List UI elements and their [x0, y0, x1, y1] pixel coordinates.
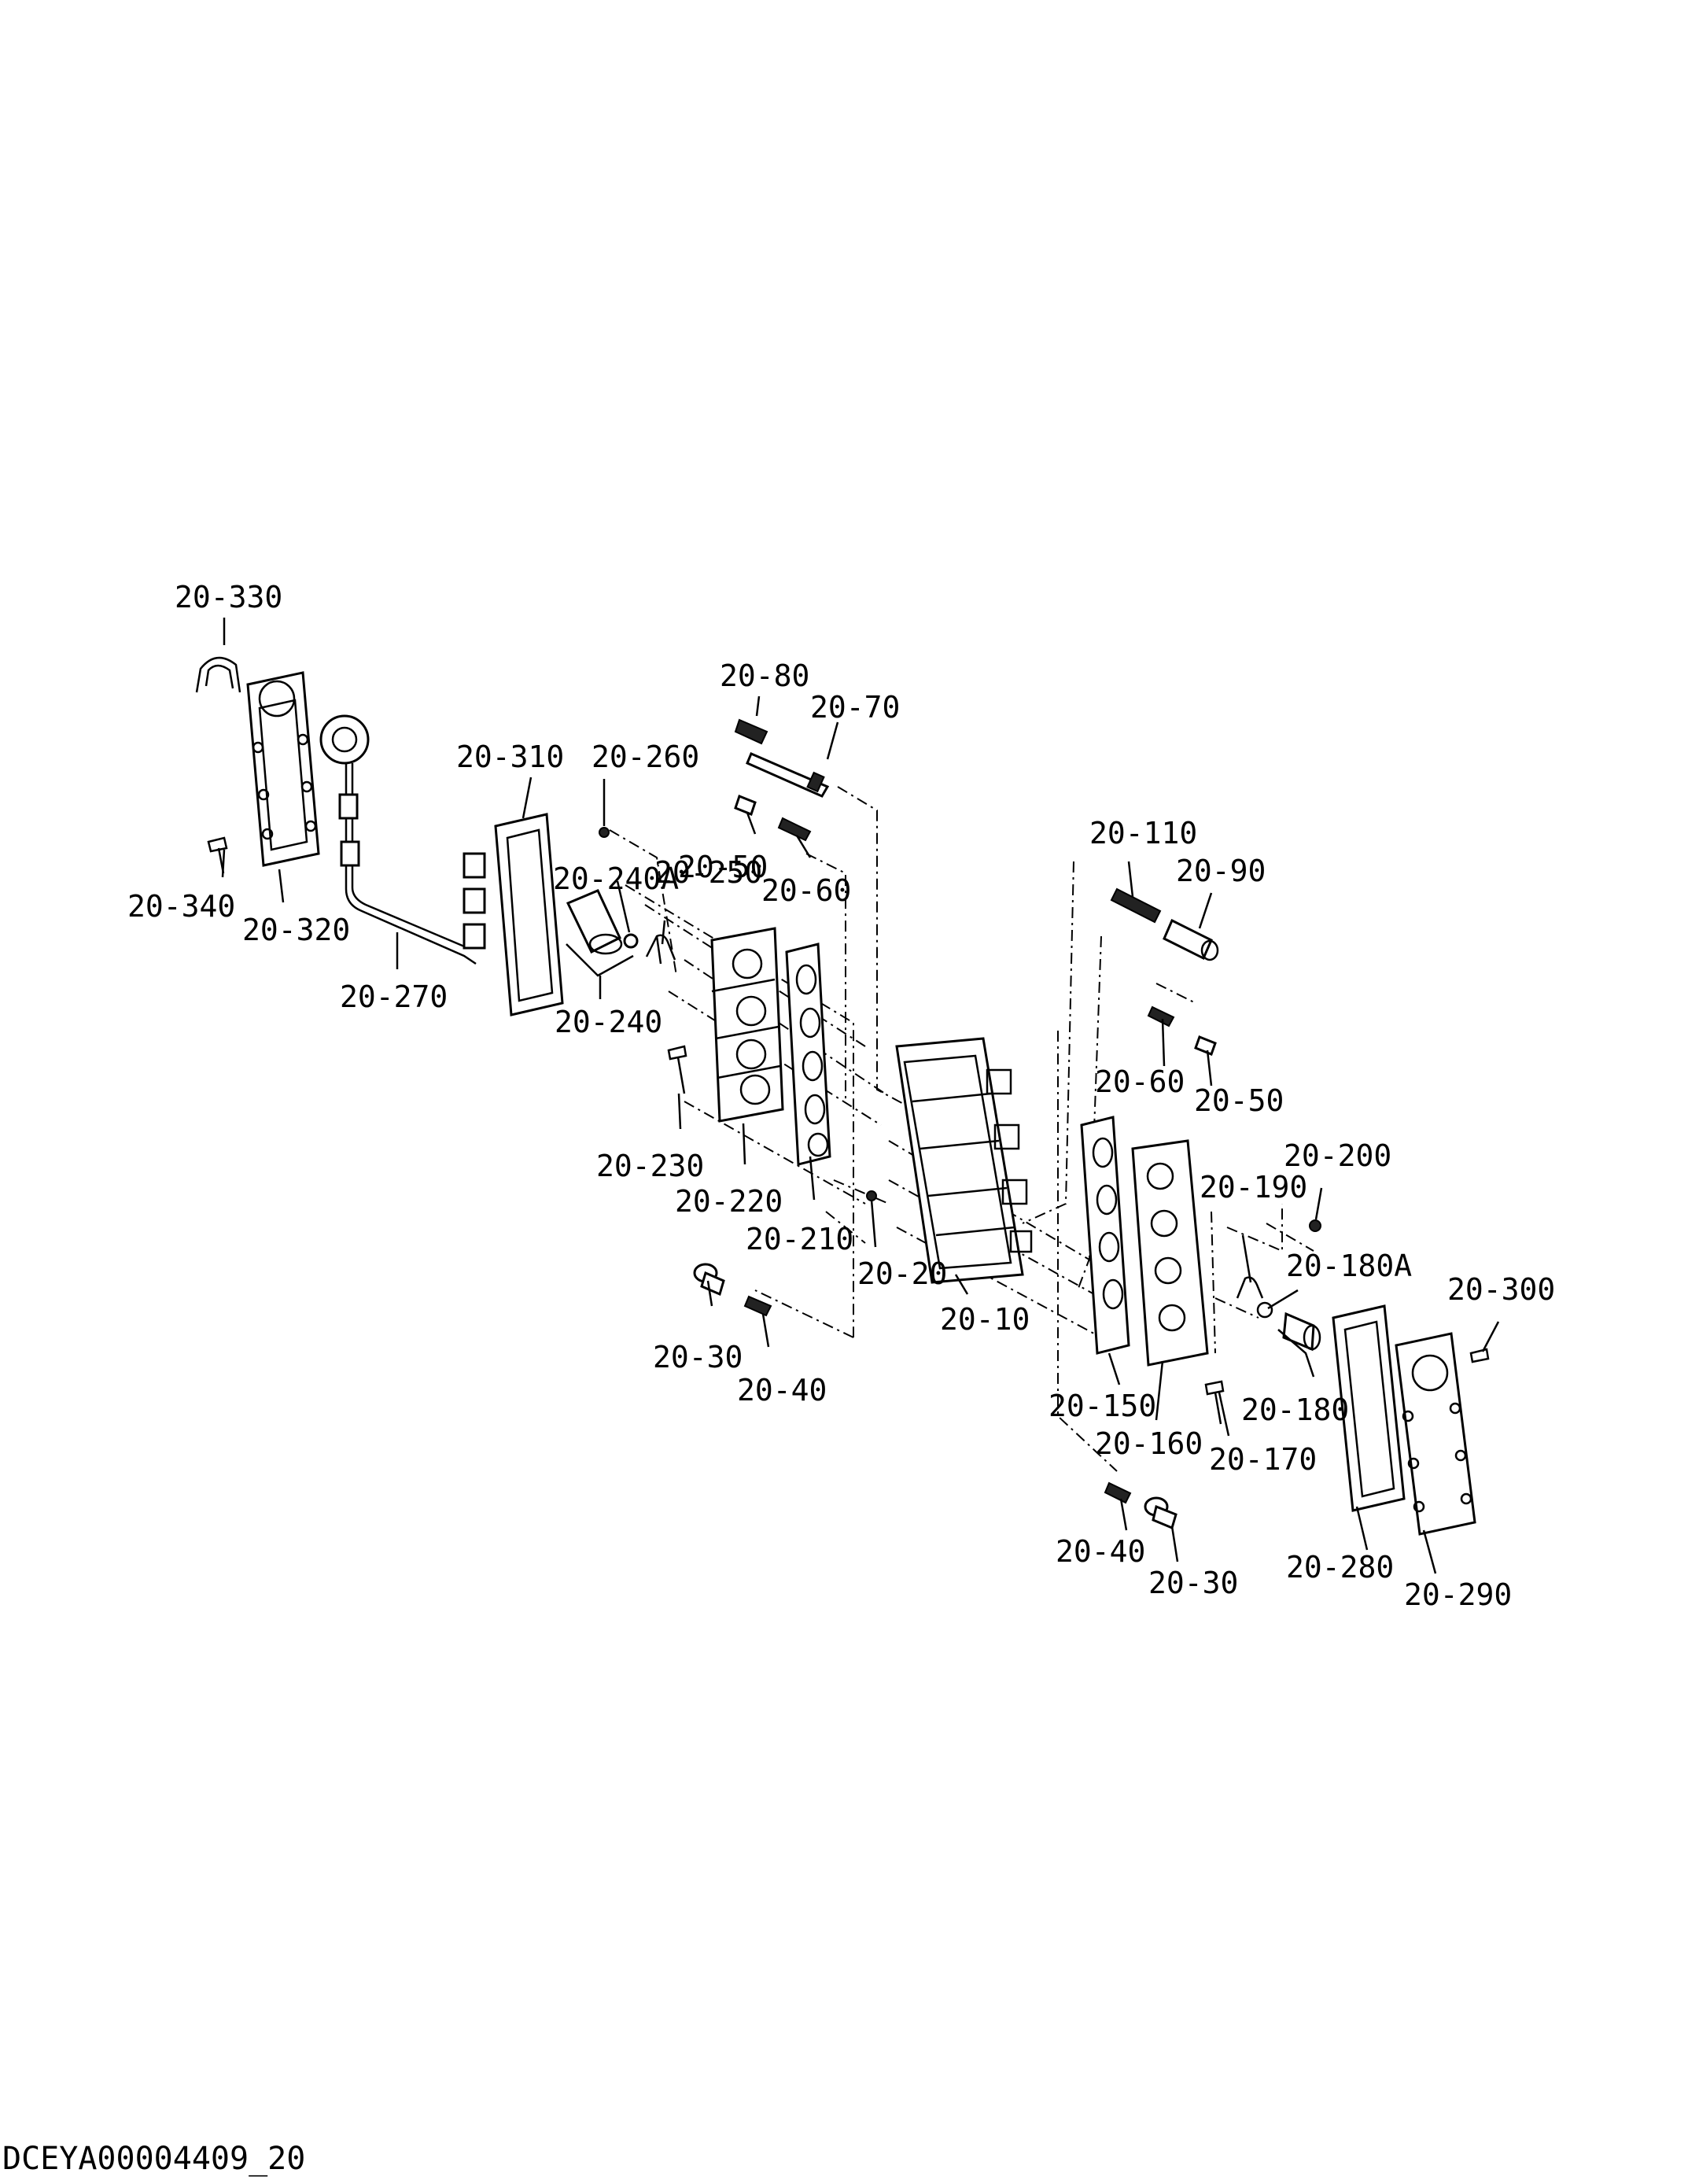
- callout-20-230: 20-230: [596, 1149, 704, 1183]
- callout-20-220: 20-220: [675, 1184, 783, 1219]
- valve-body-220: [710, 927, 784, 1123]
- solenoid-240: [566, 889, 639, 955]
- callout-20-60-right: 20-60: [1095, 1064, 1185, 1099]
- callout-20-170: 20-170: [1209, 1442, 1317, 1477]
- plug-30-right: [1144, 1496, 1178, 1530]
- gasket-280: [1332, 1304, 1406, 1512]
- callout-20-200: 20-200: [1284, 1138, 1391, 1173]
- callout-20-20: 20-20: [857, 1256, 947, 1291]
- spring-40-left: [743, 1295, 772, 1317]
- callout-20-90: 20-90: [1176, 854, 1266, 888]
- bolt-230: [667, 1045, 687, 1094]
- bolt-170: [1204, 1380, 1225, 1425]
- cover-plate-290: [1395, 1332, 1476, 1536]
- callout-20-310: 20-310: [456, 740, 564, 774]
- spring-40-right: [1104, 1481, 1132, 1504]
- plug-30-left: [693, 1263, 725, 1297]
- separator-plate-150: [1080, 1116, 1130, 1355]
- plug-260: [599, 827, 610, 838]
- bracket-190: [1236, 1276, 1264, 1299]
- spring-80: [734, 718, 768, 745]
- callout-20-210: 20-210: [746, 1222, 853, 1256]
- valve-body-160: [1131, 1139, 1209, 1367]
- callout-20-60-left: 20-60: [761, 873, 851, 908]
- callout-20-240A: 20-240A: [553, 861, 679, 896]
- callout-20-80: 20-80: [720, 659, 809, 693]
- callout-20-190: 20-190: [1200, 1170, 1307, 1205]
- valve-spool-90: [1163, 918, 1219, 961]
- o-ring-180A: [1256, 1301, 1273, 1319]
- wiring-harness-270: [319, 714, 486, 965]
- callout-20-300: 20-300: [1447, 1272, 1555, 1307]
- main-valve-body-10: [895, 1037, 1033, 1284]
- callout-20-240: 20-240: [555, 1005, 662, 1039]
- document-id: DCEYA00004409_20: [2, 2141, 305, 2177]
- callout-20-270: 20-270: [340, 979, 448, 1014]
- callout-20-160: 20-160: [1095, 1426, 1203, 1461]
- callout-20-320: 20-320: [242, 913, 350, 947]
- callout-20-250: 20-250: [654, 855, 762, 890]
- plug-50-left: [734, 795, 757, 816]
- solenoid-180: [1282, 1312, 1321, 1352]
- callout-20-110: 20-110: [1089, 816, 1197, 850]
- callout-20-280: 20-280: [1286, 1550, 1394, 1585]
- callout-20-330: 20-330: [175, 580, 282, 614]
- callout-20-180A: 20-180A: [1286, 1249, 1412, 1283]
- callout-20-50-left: 20-50: [678, 850, 768, 884]
- callout-20-10: 20-10: [940, 1302, 1030, 1337]
- callout-20-70: 20-70: [810, 690, 900, 725]
- callout-20-260: 20-260: [592, 740, 699, 774]
- clip-330: [195, 657, 241, 693]
- cover-plate-320: [246, 671, 320, 867]
- callout-20-340: 20-340: [127, 889, 235, 924]
- spring-110: [1110, 887, 1162, 924]
- callout-20-30-left: 20-30: [653, 1340, 743, 1374]
- callout-20-50-right: 20-50: [1194, 1083, 1284, 1118]
- spring-60-left: [777, 817, 812, 842]
- gasket-310: [494, 813, 564, 1016]
- callout-20-40-left: 20-40: [737, 1373, 827, 1407]
- callout-20-180: 20-180: [1241, 1393, 1349, 1427]
- plug-200: [1309, 1219, 1321, 1232]
- callout-20-30-right: 20-30: [1148, 1566, 1238, 1600]
- separator-plate-210: [785, 943, 831, 1166]
- plug-50-right: [1194, 1035, 1217, 1056]
- callout-20-40-right: 20-40: [1056, 1534, 1145, 1569]
- check-ball-20: [866, 1190, 877, 1201]
- spring-60-right: [1147, 1005, 1175, 1027]
- leader-lines: [221, 618, 1500, 1574]
- valve-spool-70: [746, 752, 830, 798]
- callout-20-290: 20-290: [1404, 1577, 1512, 1612]
- bolt-300: [1469, 1348, 1490, 1363]
- callout-20-150: 20-150: [1049, 1389, 1156, 1423]
- callout-labels: 20-330 20-340 20-320 20-270 20-310 20-26…: [127, 580, 1555, 1612]
